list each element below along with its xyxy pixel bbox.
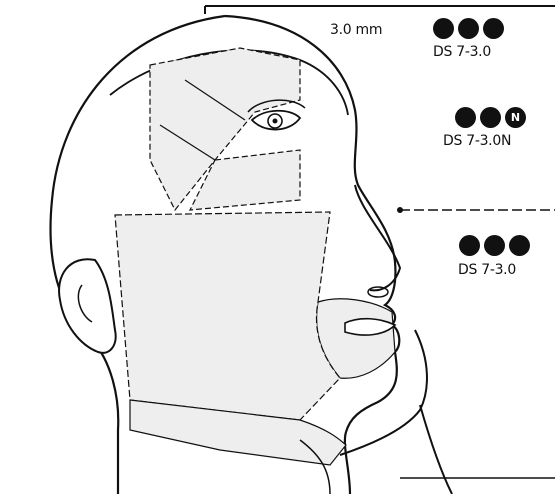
dot-filled [480, 107, 501, 128]
dot-filled [455, 107, 476, 128]
n-marked-dot [505, 107, 526, 128]
nose [355, 185, 400, 290]
nostril [368, 287, 388, 297]
dot-group-2 [455, 107, 526, 128]
leader-anchor [397, 207, 403, 213]
eye-pupil [273, 119, 278, 124]
group-label-2: DS 7-3.0N [443, 133, 511, 149]
dot-group-3 [459, 235, 530, 256]
dot-filled [509, 235, 530, 256]
lower-face-zone [115, 212, 340, 420]
dot-filled [458, 18, 479, 39]
dot-filled [459, 235, 480, 256]
dot-group-1 [433, 18, 504, 39]
neck-front [420, 405, 452, 494]
dot-filled [484, 235, 505, 256]
dot-filled [433, 18, 454, 39]
group-label-3: DS 7-3.0 [458, 262, 516, 278]
ear [59, 259, 116, 353]
thickness-label: 3.0 mm [330, 22, 382, 38]
dot-filled [483, 18, 504, 39]
group-label-1: DS 7-3.0 [433, 44, 491, 60]
